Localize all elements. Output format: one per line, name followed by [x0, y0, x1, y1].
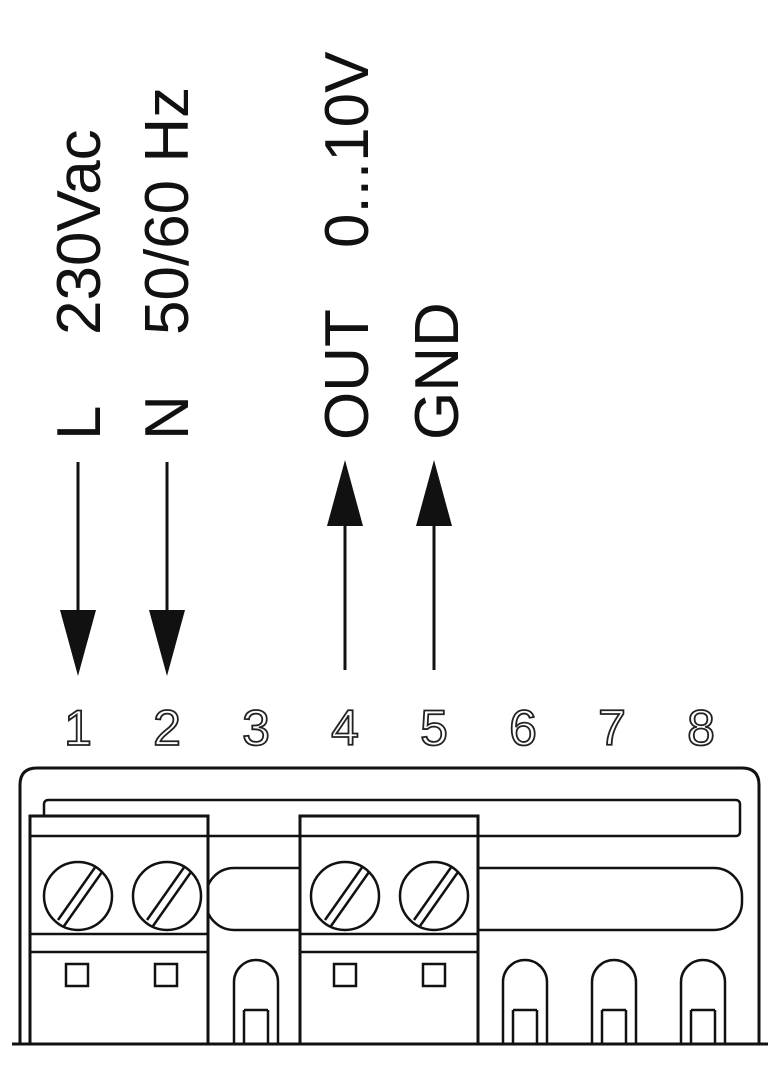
- terminal-number-8: 8: [687, 700, 715, 756]
- wire-entry-terminal-4: [332, 962, 358, 988]
- terminal-number-7: 7: [598, 700, 626, 756]
- screw-terminal-1: [42, 860, 114, 932]
- pin-terminal-6: [501, 958, 549, 1044]
- screw-terminal-2: [131, 860, 203, 932]
- pin-terminal-3: [232, 958, 280, 1044]
- arrow-up-terminal-4: [327, 460, 363, 670]
- arrow-down-terminal-2: [149, 462, 185, 676]
- pin-terminal-7: [590, 958, 638, 1044]
- label-gnd: GND: [403, 302, 472, 440]
- screw-terminal-5: [398, 860, 470, 932]
- screw-block-middle: [298, 814, 480, 1046]
- screw-terminal-4: [309, 860, 381, 932]
- terminal-number-5: 5: [420, 700, 448, 756]
- label-n: N: [133, 395, 202, 440]
- wire-entry-terminal-2: [153, 962, 179, 988]
- label-out: OUT: [313, 309, 382, 440]
- pin-terminal-8: [679, 958, 727, 1044]
- label-0-10v: 0...10V: [313, 51, 382, 248]
- wire-entry-terminal-5: [421, 962, 447, 988]
- arrow-down-terminal-1: [60, 462, 96, 676]
- terminal-number-2: 2: [153, 700, 181, 756]
- terminal-number-4: 4: [331, 700, 359, 756]
- label-l: L: [45, 406, 114, 440]
- terminal-number-1: 1: [64, 700, 92, 756]
- arrow-up-terminal-5: [416, 460, 452, 670]
- label-50-60hz: 50/60 Hz: [133, 87, 202, 335]
- terminal-number-3: 3: [242, 700, 270, 756]
- terminal-number-6: 6: [509, 700, 537, 756]
- screw-block-left: [28, 814, 210, 1046]
- wire-entry-terminal-1: [64, 962, 90, 988]
- label-230vac: 230Vac: [45, 129, 114, 335]
